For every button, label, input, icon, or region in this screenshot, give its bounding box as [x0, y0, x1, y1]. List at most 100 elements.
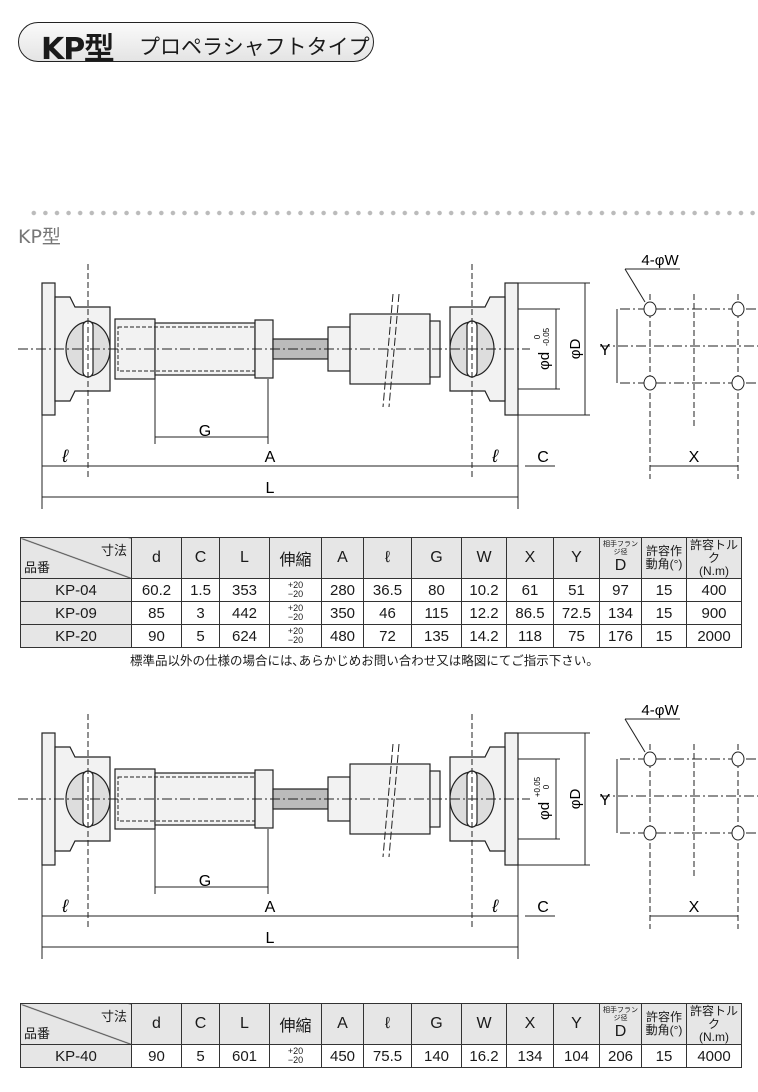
- dim-label-l: L: [266, 930, 275, 947]
- dim-label-a: A: [265, 899, 276, 916]
- cell-L: 624: [219, 624, 270, 648]
- part-number: KP-40: [20, 1044, 132, 1068]
- cell-Y: 104: [553, 1044, 600, 1068]
- header-flange-d: D: [614, 1023, 627, 1040]
- cell-torque: 400: [686, 578, 742, 602]
- bolt-hole-icon: [731, 751, 745, 767]
- section-title: KP型: [18, 226, 61, 248]
- header-col: 伸縮: [269, 1003, 322, 1045]
- dim-label-holes: 4-φW: [641, 255, 679, 269]
- cell-angle: 15: [641, 1044, 687, 1068]
- cell-stroke: +20−20: [269, 1044, 322, 1068]
- dim-label-l-left: ℓ: [61, 446, 69, 466]
- cell-stroke: +20−20: [269, 578, 322, 602]
- header-col: Y: [553, 537, 600, 579]
- part-number: KP-09: [20, 601, 132, 625]
- cell-d: 90: [131, 1044, 182, 1068]
- cell-W: 10.2: [461, 578, 507, 602]
- cell-l: 46: [363, 601, 412, 625]
- dim-tol-upper: 0: [533, 334, 542, 339]
- cell-d: 85: [131, 601, 182, 625]
- cell-G: 140: [411, 1044, 462, 1068]
- cell-C: 5: [181, 1044, 220, 1068]
- cell-D: 134: [599, 601, 642, 625]
- dim-label-c: C: [537, 899, 549, 916]
- header-angle-1: 許容作: [645, 1010, 682, 1024]
- cell-torque: 2000: [686, 624, 742, 648]
- header-col: G: [411, 537, 462, 579]
- header-col: L: [219, 1003, 270, 1045]
- header-col: A: [321, 1003, 364, 1045]
- part-number: KP-20: [20, 624, 132, 648]
- header-angle: 許容作動角(°): [641, 1003, 687, 1045]
- dotted-divider: [28, 210, 758, 216]
- tol-down: −20: [287, 1055, 304, 1066]
- header-torque-1: 許容トルク: [689, 1003, 738, 1031]
- cell-C: 3: [181, 601, 220, 625]
- header-col: W: [461, 537, 507, 579]
- header-flange-d: D: [614, 557, 627, 574]
- header-part: 品番: [24, 560, 51, 575]
- cell-l: 72: [363, 624, 412, 648]
- header-torque-2: (N.m): [699, 563, 729, 578]
- cell-W: 12.2: [461, 601, 507, 625]
- cell-L: 353: [219, 578, 270, 602]
- dim-label-holes: 4-φW: [641, 705, 679, 719]
- tol-down: −20: [287, 612, 304, 623]
- cell-X: 61: [506, 578, 554, 602]
- header-col: G: [411, 1003, 462, 1045]
- tol-down: −20: [287, 635, 304, 646]
- header-col: L: [219, 537, 270, 579]
- bolt-hole-icon: [731, 825, 745, 841]
- dim-tol-upper: +0.05: [533, 776, 542, 797]
- cell-A: 480: [321, 624, 364, 648]
- header-col: X: [506, 1003, 554, 1045]
- tol-up: +20: [287, 1046, 304, 1057]
- cell-L: 601: [219, 1044, 270, 1068]
- title-banner: KP型 プロペラシャフトタイプ: [18, 22, 374, 67]
- cell-X: 86.5: [506, 601, 554, 625]
- header-angle-1: 許容作: [645, 544, 682, 558]
- cell-d: 90: [131, 624, 182, 648]
- cell-Y: 75: [553, 624, 600, 648]
- cell-W: 14.2: [461, 624, 507, 648]
- header-col: C: [181, 1003, 220, 1045]
- header-dim: 寸法: [100, 1009, 127, 1024]
- header-col: W: [461, 1003, 507, 1045]
- dim-label-c: C: [537, 449, 549, 466]
- dim-label-g: G: [199, 423, 211, 440]
- tol-up: +20: [287, 626, 304, 637]
- header-angle-2: 動角(°): [645, 1023, 683, 1037]
- dim-tol-lower: -0.05: [542, 327, 551, 346]
- header-col: ℓ: [363, 537, 412, 579]
- bolt-hole-icon: [643, 825, 657, 841]
- cell-torque: 4000: [686, 1044, 742, 1068]
- cell-X: 118: [506, 624, 554, 648]
- header-col: d: [131, 1003, 182, 1045]
- cell-D: 176: [599, 624, 642, 648]
- cell-torque: 900: [686, 601, 742, 625]
- bolt-hole-icon: [643, 375, 657, 391]
- cell-A: 450: [321, 1044, 364, 1068]
- bolt-hole-icon: [731, 375, 745, 391]
- footnote: 標準品以外の仕様の場合には､あらかじめお問い合わせ又は略図にてご指示下さい。: [130, 653, 599, 668]
- tol-down: −20: [287, 589, 304, 600]
- header-angle-2: 動角(°): [645, 557, 683, 571]
- cell-G: 135: [411, 624, 462, 648]
- header-flange-small: 相手フランジ径: [603, 541, 638, 556]
- bolt-hole-icon: [731, 301, 745, 317]
- header-angle: 許容作動角(°): [641, 537, 687, 579]
- cell-G: 80: [411, 578, 462, 602]
- header-col: d: [131, 537, 182, 579]
- header-corner: 寸法品番: [20, 537, 132, 579]
- header-col: Y: [553, 1003, 600, 1045]
